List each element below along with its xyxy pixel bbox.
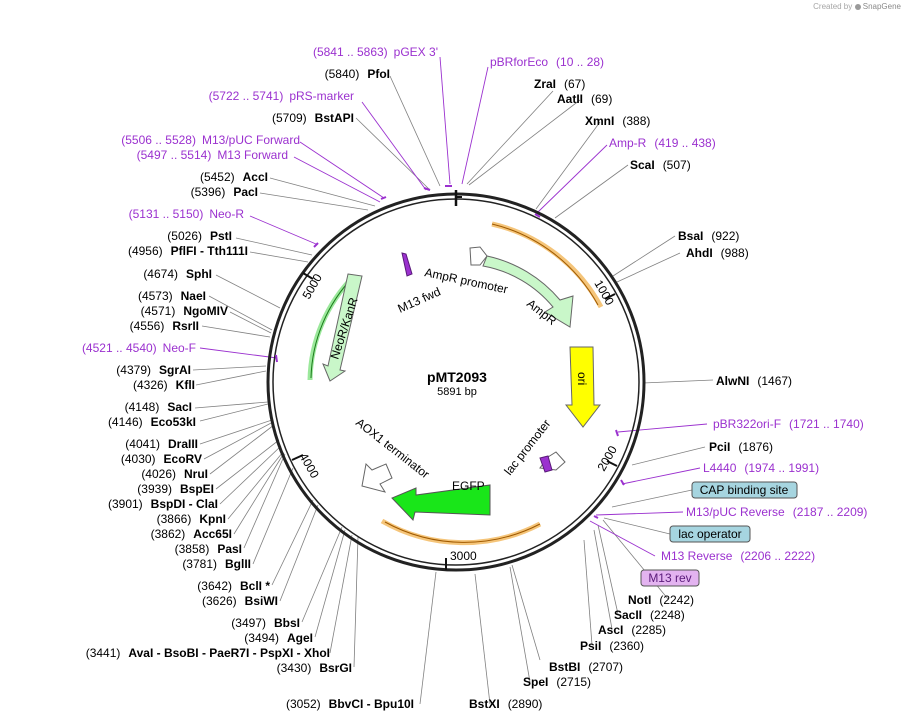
tick-marks — [291, 272, 618, 570]
ampr-promoter-arrow — [469, 246, 488, 266]
site-label: (4573)NaeI — [138, 289, 206, 303]
primer-label: pBRforEco(10 .. 28) — [490, 55, 604, 69]
leader-lines — [192, 75, 714, 705]
egfp-arrow — [391, 484, 491, 522]
site-label: (5026)PstI — [167, 229, 232, 243]
ampr-arrow — [482, 255, 574, 328]
site-label: (3866)KpnI — [157, 512, 226, 526]
site-label: (4041)DraIII — [125, 437, 198, 451]
site-label: BsaI(922) — [678, 229, 739, 243]
site-label: (3939)BspEI — [137, 482, 214, 496]
snapgene-logo-icon — [854, 3, 861, 10]
cap-binding-site-label: CAP binding site — [700, 483, 789, 497]
site-label: (4571)NgoMIV — [141, 304, 228, 318]
primer-label: M13 Reverse(2206 .. 2222) — [661, 549, 815, 563]
primer-label: (5722 .. 5741)pRS-marker — [209, 89, 354, 103]
primer-leaders — [199, 56, 708, 557]
primer-label: (5131 .. 5150)Neo-R — [129, 207, 245, 221]
site-label: (3781)BglII — [182, 557, 251, 571]
site-label: (3642)BclI * — [197, 579, 270, 593]
plasmid-name: pMT2093 — [427, 369, 487, 385]
primer-label: Amp-R(419 .. 438) — [609, 136, 716, 150]
site-label: SacII(2248) — [614, 608, 685, 622]
cap-binding-site-box — [691, 481, 798, 499]
m13-rev-box — [640, 569, 700, 587]
site-label: (3862)Acc65I — [151, 527, 232, 541]
tick-3000: 3000 — [450, 549, 477, 563]
neor-arrow — [322, 273, 363, 382]
site-label: AscI(2285) — [598, 623, 666, 637]
site-label: (4146)Eco53kI — [108, 415, 196, 429]
aox1-arrow — [361, 462, 393, 493]
site-label: (3052)BbvCI - Bpu10I — [286, 697, 414, 711]
feature-m13-fwd-label: M13 fwd — [396, 285, 443, 316]
site-label: (5840)PfoI — [325, 67, 390, 81]
primer-label: L4440(1974 .. 1991) — [703, 461, 819, 475]
primer-label: (5841 .. 5863)pGEX 3' — [313, 45, 438, 59]
sites-right: ZraI(67) AatII(69) XmnI(388) ScaI(507) B… — [469, 77, 792, 711]
site-label: (4026)NruI — [141, 467, 208, 481]
credit-brand: SnapGene — [862, 2, 901, 11]
site-label: PsiI(2360) — [580, 639, 644, 653]
site-label: (3441)AvaI - BsoBI - PaeR7I - PspXI - Xh… — [86, 646, 330, 660]
primer-label: (5497 .. 5514)M13 Forward — [137, 148, 288, 162]
sites-left: (5840)PfoI (5709)BstAPI (5452)AccI (5396… — [86, 67, 414, 711]
tick-4000: 4000 — [296, 451, 322, 481]
site-label: (3430)BsrGI — [277, 661, 352, 675]
site-label: (3494)AgeI — [244, 631, 313, 645]
site-label: AhdI(988) — [686, 246, 749, 260]
site-label: AlwNI(1467) — [716, 374, 792, 388]
site-label: (5396)PacI — [191, 185, 258, 199]
egfp-halo-core — [384, 521, 541, 543]
site-label: NotI(2242) — [628, 593, 694, 607]
primer-labels: (5841 .. 5863)pGEX 3' (5722 .. 5741)pRS-… — [82, 45, 867, 563]
site-label: PciI(1876) — [709, 440, 773, 454]
tick-5000: 5000 — [299, 271, 325, 301]
site-label: (3901)BspDI - ClaI — [108, 497, 218, 511]
feature-ori-label: ori — [575, 372, 589, 385]
primer-label: M13/pUC Reverse(2187 .. 2209) — [686, 505, 867, 519]
site-label: SpeI(2715) — [523, 675, 591, 689]
primer-label: pBR322ori-F(1721 .. 1740) — [713, 417, 864, 431]
site-label: (3497)BbsI — [231, 616, 300, 630]
m13-rev-label: M13 rev — [648, 571, 691, 585]
credit: Created by SnapGene — [813, 2, 901, 11]
site-label: (4956)PflFI - Tth111I — [128, 244, 248, 258]
site-label: AatII(69) — [557, 92, 612, 106]
site-label: (3858)PasI — [175, 542, 242, 556]
ori-arrow — [564, 346, 602, 428]
primer-bars — [275, 185, 625, 519]
m13-fwd-arrow — [401, 252, 413, 277]
site-label: (4148)SacI — [125, 400, 192, 414]
site-label: (5709)BstAPI — [272, 111, 354, 125]
primer-label: (5506 .. 5528)M13/pUC Forward — [121, 133, 300, 147]
lac-operator-box — [669, 525, 751, 543]
site-label: ScaI(507) — [630, 158, 691, 172]
site-label: ZraI(67) — [534, 77, 585, 91]
credit-prefix: Created by — [813, 2, 853, 11]
site-label: BstXI(2890) — [469, 697, 542, 711]
site-label: (4326)KflI — [133, 378, 195, 392]
site-label: (5452)AccI — [200, 170, 268, 184]
site-label: (3626)BsiWI — [202, 594, 278, 608]
site-label: XmnI(388) — [585, 114, 650, 128]
site-label: (4674)SphI — [143, 267, 212, 281]
site-label: BstBI(2707) — [549, 660, 623, 674]
ampr-halo-core — [491, 223, 599, 306]
plasmid-length: 5891 bp — [437, 386, 477, 398]
site-label: (4556)RsrII — [130, 319, 199, 333]
feature-egfp-label: EGFP — [452, 479, 485, 493]
site-label: (4030)EcoRV — [121, 452, 202, 466]
site-label: (4379)SgrAI — [116, 363, 191, 377]
primer-label: (4521 .. 4540)Neo-F — [82, 341, 196, 355]
lac-operator-mark — [539, 455, 553, 473]
lac-operator-label: lac operator — [678, 527, 741, 541]
